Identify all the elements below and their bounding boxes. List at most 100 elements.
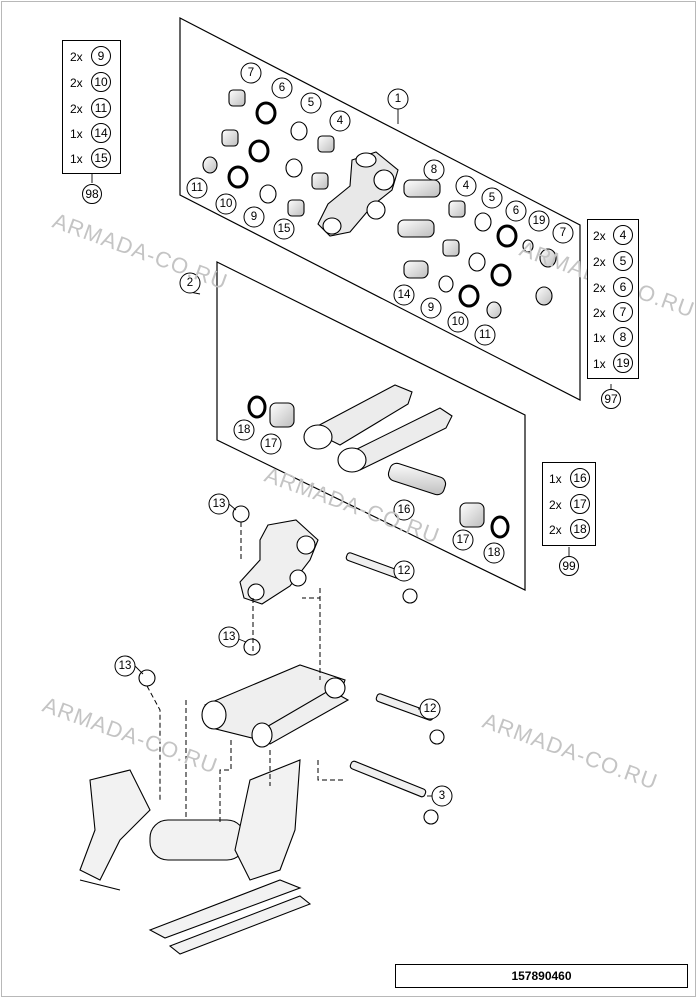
pull-rod-part: [308, 384, 413, 446]
seal-part: [490, 263, 512, 287]
bushing-part: [403, 260, 429, 279]
kit-qty: 2x: [549, 523, 562, 537]
seal-part: [255, 101, 277, 125]
seal-part: [227, 165, 249, 189]
bushing-part: [311, 172, 329, 190]
frame-part: [79, 769, 151, 881]
callout-9: 9: [428, 302, 434, 314]
callout-12: 12: [398, 565, 411, 577]
kit-qty: 2x: [593, 281, 606, 295]
seal-part: [496, 224, 518, 248]
callout-5: 5: [308, 97, 314, 109]
callout-7: 7: [248, 67, 254, 79]
kit-part-callout: 17: [570, 494, 590, 514]
kit-part-callout: 14: [91, 123, 111, 143]
callout-4: 4: [337, 115, 344, 127]
callout-8: 8: [431, 164, 437, 176]
bearing-part: [539, 248, 557, 268]
kit-98-ref: 98: [82, 184, 102, 204]
washer-part: [468, 252, 486, 272]
bushing-part: [287, 199, 305, 217]
kit-99-ref: 99: [559, 556, 579, 576]
callout-18: 18: [488, 547, 501, 559]
kit-part-callout: 4: [613, 225, 633, 245]
bushing-part: [403, 179, 441, 198]
bushing-part: [228, 89, 246, 107]
assembly-guides: [146, 522, 345, 822]
callout-5: 5: [489, 192, 495, 204]
kit-qty: 2x: [593, 306, 606, 320]
assembly-drawing: [79, 505, 445, 955]
callout-2: 2: [187, 277, 193, 289]
kit-part-callout: 18: [570, 519, 590, 539]
kit-97-ref: 97: [601, 389, 621, 409]
seal-part: [248, 139, 270, 163]
panel-1-parts: [202, 89, 557, 319]
washer-part: [474, 212, 492, 232]
callout-7: 7: [560, 227, 566, 239]
washer-part: [259, 184, 277, 204]
kit-part-callout: 19: [613, 353, 633, 373]
kit-qty: 1x: [549, 472, 562, 486]
callout-labels: 7 6 5 4 1 8 4 5 6 19 7 11 10 9 15 14 9 1…: [119, 67, 567, 802]
bearing-part: [535, 286, 553, 306]
washer-part: [285, 158, 303, 178]
kit-qty: 2x: [593, 255, 606, 269]
drawing-number: 157890460: [395, 964, 688, 988]
panel-2-parts: [247, 384, 510, 539]
kit-qty: 2x: [549, 498, 562, 512]
callout-19: 19: [533, 215, 546, 227]
callout-14: 14: [398, 289, 411, 301]
bearing-part: [202, 156, 218, 174]
frame-rail: [148, 879, 302, 939]
callout-16: 16: [398, 504, 411, 516]
washer-part: [290, 121, 308, 141]
kit-part-callout: 8: [613, 327, 633, 347]
kit-qty: 2x: [593, 229, 606, 243]
bushing-part: [448, 200, 466, 218]
seal-part: [490, 515, 510, 539]
kit-part-callout: 6: [613, 277, 633, 297]
kit-qty: 2x: [70, 50, 83, 64]
kit-qty: 2x: [70, 102, 83, 116]
kit-part-callout: 11: [91, 98, 111, 118]
kit-qty: 1x: [593, 357, 606, 371]
callout-circles: [114, 62, 574, 807]
bushing-part: [317, 135, 335, 153]
kit-part-callout: 10: [91, 72, 111, 92]
callout-15: 15: [278, 223, 291, 235]
callout-13: 13: [119, 660, 132, 672]
callout-10: 10: [452, 316, 465, 328]
bushing-part: [221, 129, 239, 147]
callout-10: 10: [220, 198, 233, 210]
callout-11: 11: [191, 182, 203, 194]
kit-part-callout: 9: [91, 46, 111, 66]
bushing-part: [269, 402, 295, 428]
callout-18: 18: [238, 424, 251, 436]
callout-12: 12: [424, 703, 437, 715]
callout-17: 17: [457, 534, 470, 546]
kit-qty: 1x: [593, 331, 606, 345]
callout-13: 13: [223, 631, 236, 643]
callout-6: 6: [513, 205, 519, 217]
callout-4: 4: [463, 180, 470, 192]
callout-6: 6: [279, 82, 285, 94]
callout-13: 13: [213, 498, 226, 510]
seal-part: [458, 284, 480, 308]
bearing-part: [486, 301, 502, 319]
frame-rail: [168, 895, 312, 955]
nut-part: [243, 638, 261, 656]
kit-qty: 1x: [70, 152, 83, 166]
kit-part-callout: 7: [613, 302, 633, 322]
nut-part: [232, 505, 250, 523]
bushing-part: [442, 239, 460, 257]
kit-part-callout: 15: [91, 148, 111, 168]
callout-11: 11: [479, 329, 491, 341]
callout-17: 17: [265, 438, 278, 450]
kit-qty: 1x: [70, 127, 83, 141]
